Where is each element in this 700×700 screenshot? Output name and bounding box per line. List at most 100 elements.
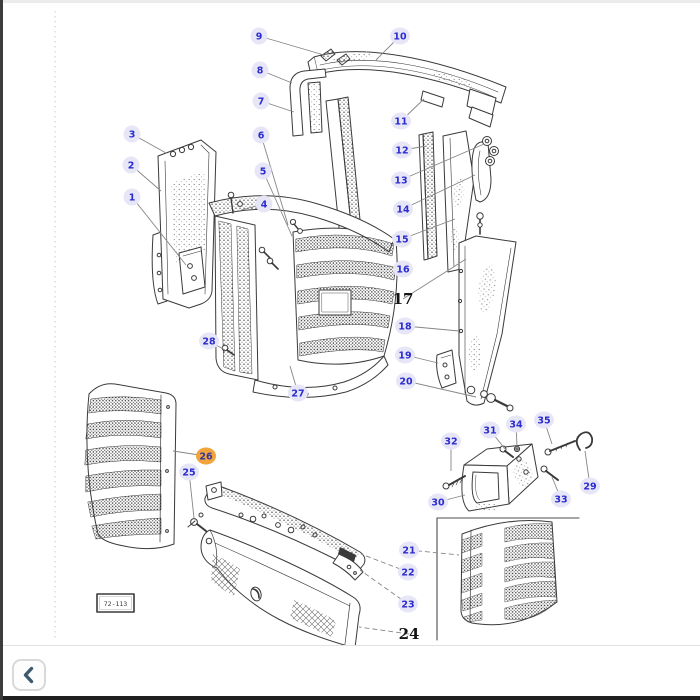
- callout-12[interactable]: 12: [392, 141, 412, 159]
- svg-text:33: 33: [554, 494, 567, 505]
- part-pillar-panel: [442, 130, 475, 273]
- part-fasteners-bracket: [442, 431, 594, 490]
- sheet-ref-box: 72-113: [96, 593, 135, 613]
- callout-27[interactable]: 27: [288, 384, 308, 402]
- callout-2[interactable]: 2: [122, 156, 140, 174]
- callout-31[interactable]: 31: [480, 421, 500, 439]
- part-strip-12: [418, 131, 438, 261]
- svg-text:16: 16: [396, 264, 410, 275]
- callout-28[interactable]: 28: [199, 332, 219, 350]
- svg-text:22: 22: [401, 567, 414, 578]
- leader-line-17: [402, 258, 467, 300]
- part-grille-shell: [208, 191, 398, 398]
- part-bumper-shell: [200, 529, 361, 649]
- callout-25[interactable]: 25: [179, 463, 199, 481]
- svg-text:35: 35: [537, 415, 550, 426]
- svg-text:32: 32: [444, 436, 457, 447]
- callout-7[interactable]: 7: [252, 92, 270, 110]
- callout-33[interactable]: 33: [551, 490, 571, 508]
- part-corner-channel: [289, 68, 327, 137]
- svg-text:24: 24: [399, 625, 420, 643]
- callout-8[interactable]: 8: [251, 61, 269, 79]
- diagram-canvas: 72-113 123456789101112131415161718192021…: [54, 11, 600, 649]
- callout-6[interactable]: 6: [252, 126, 270, 144]
- svg-text:11: 11: [394, 116, 407, 127]
- svg-text:7: 7: [258, 96, 265, 107]
- bottom-edge: [3, 696, 700, 700]
- svg-text:29: 29: [583, 481, 596, 492]
- leader-line-1: [131, 196, 187, 266]
- leader-line-20: [405, 380, 477, 398]
- callout-30[interactable]: 30: [428, 493, 448, 511]
- leader-line-24: [358, 626, 410, 635]
- svg-text:28: 28: [202, 336, 216, 347]
- callout-4[interactable]: 4: [255, 195, 273, 213]
- svg-text:3: 3: [129, 129, 136, 140]
- callout-17[interactable]: 17: [393, 290, 414, 308]
- svg-text:26: 26: [199, 451, 213, 462]
- svg-text:4: 4: [261, 199, 268, 210]
- svg-text:1: 1: [129, 192, 136, 203]
- part-bumper-support-bar: [204, 481, 366, 581]
- callout-3[interactable]: 3: [123, 125, 141, 143]
- part-left-side-panel: [151, 139, 217, 309]
- callout-34[interactable]: 34: [506, 415, 526, 433]
- svg-text:2: 2: [128, 160, 135, 171]
- callout-15[interactable]: 15: [392, 230, 412, 248]
- callout-32[interactable]: 32: [441, 432, 461, 450]
- callout-21[interactable]: 21: [399, 541, 419, 559]
- svg-text:10: 10: [393, 31, 407, 42]
- svg-text:19: 19: [398, 350, 411, 361]
- callout-13[interactable]: 13: [391, 171, 411, 189]
- sheet-ref-label: 72-113: [104, 600, 128, 608]
- callout-35[interactable]: 35: [534, 411, 554, 429]
- leader-line-13: [400, 143, 485, 181]
- chevron-left-icon: [23, 666, 34, 684]
- callout-23[interactable]: 23: [398, 595, 418, 613]
- callout-14[interactable]: 14: [393, 200, 413, 218]
- part-clips-9: [320, 48, 351, 66]
- callout-22[interactable]: 22: [398, 563, 418, 581]
- callout-1[interactable]: 1: [123, 188, 141, 206]
- svg-text:8: 8: [257, 65, 264, 76]
- svg-text:34: 34: [509, 419, 523, 430]
- top-edge: [3, 0, 700, 3]
- svg-text:13: 13: [394, 175, 407, 186]
- callout-16[interactable]: 16: [393, 260, 413, 278]
- svg-text:14: 14: [396, 204, 410, 215]
- leader-line-23: [359, 569, 409, 605]
- svg-text:17: 17: [393, 290, 414, 308]
- svg-text:18: 18: [398, 321, 412, 332]
- svg-text:6: 6: [258, 130, 265, 141]
- leader-line-6: [260, 134, 289, 226]
- svg-text:23: 23: [401, 599, 414, 610]
- part-channel-14: [471, 141, 492, 203]
- callout-18[interactable]: 18: [395, 317, 415, 335]
- leader-line-5: [262, 170, 293, 237]
- bottom-toolbar: [3, 645, 700, 696]
- leader-line-14: [402, 174, 476, 210]
- callout-19[interactable]: 19: [395, 346, 415, 364]
- callout-20[interactable]: 20: [396, 372, 416, 390]
- callout-26[interactable]: 26: [196, 447, 216, 465]
- callout-5[interactable]: 5: [254, 162, 272, 180]
- part-right-side-panel: [436, 212, 517, 412]
- svg-text:30: 30: [431, 497, 445, 508]
- svg-text:25: 25: [182, 467, 195, 478]
- svg-text:5: 5: [260, 166, 267, 177]
- svg-text:20: 20: [399, 376, 413, 387]
- callout-9[interactable]: 9: [250, 27, 268, 45]
- svg-text:9: 9: [256, 31, 263, 42]
- callout-11[interactable]: 11: [391, 112, 411, 130]
- section-boundary-lines: [436, 517, 580, 641]
- part-lower-grille-21: [460, 520, 558, 626]
- leader-line-9: [258, 35, 325, 56]
- back-button[interactable]: [12, 659, 46, 691]
- callout-24[interactable]: 24: [399, 625, 420, 643]
- callout-10[interactable]: 10: [390, 27, 410, 45]
- callout-29[interactable]: 29: [580, 477, 600, 495]
- part-bracket-30: [461, 443, 539, 512]
